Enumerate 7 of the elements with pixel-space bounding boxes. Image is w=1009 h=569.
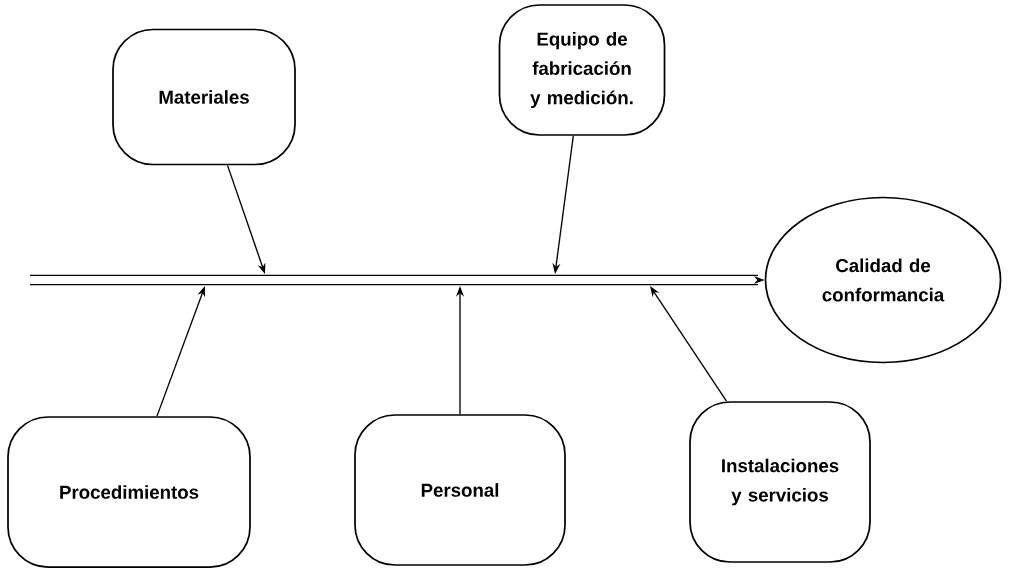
- rounded-box: Instalaciones y servicios: [689, 401, 871, 563]
- rounded-box: Equipo de fabricación y medición.: [498, 4, 666, 136]
- arrow: [650, 286, 728, 402]
- rounded-box: Procedimientos: [7, 416, 251, 568]
- rounded-box: Personal: [354, 414, 566, 566]
- rounded-box: Materiales: [112, 28, 296, 166]
- oval-box: Calidad de conformancia: [764, 196, 1002, 364]
